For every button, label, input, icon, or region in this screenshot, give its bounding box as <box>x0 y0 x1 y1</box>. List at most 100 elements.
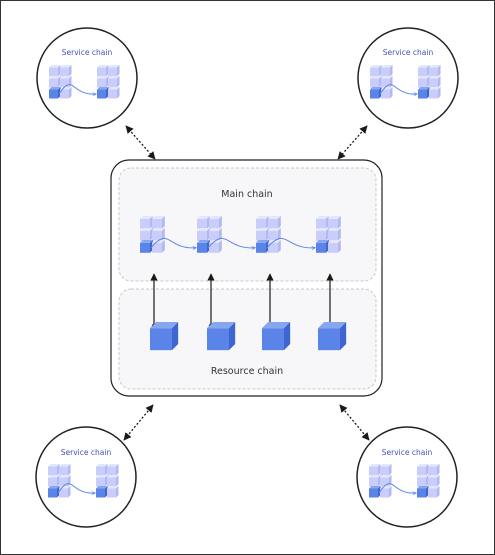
block-icon <box>96 464 108 476</box>
block-icon <box>97 76 109 88</box>
resource-chain-blocks <box>150 322 347 351</box>
dark-block-icon <box>418 87 430 99</box>
service-chain-label: Service chain <box>382 448 433 457</box>
cube-cluster-icon <box>140 216 165 253</box>
cube-cluster-icon <box>316 216 341 253</box>
service-chain-bottom-left: Service chain <box>35 426 137 528</box>
resource-cube-icon <box>150 322 179 351</box>
cube-cluster-icon <box>48 464 71 498</box>
block-icon <box>429 76 441 88</box>
service-chain-circle <box>357 27 459 129</box>
block-icon <box>268 240 281 253</box>
cube-cluster-icon <box>97 65 120 99</box>
block-icon <box>418 76 430 88</box>
block-icon <box>209 240 222 253</box>
block-icon <box>429 65 441 77</box>
dark-block-icon <box>96 486 108 498</box>
block-icon <box>152 228 165 241</box>
dark-block-icon <box>49 87 61 99</box>
block-icon <box>152 216 165 229</box>
block-icon <box>140 216 153 229</box>
block-icon <box>107 464 119 476</box>
main-chain-label: Main chain <box>221 189 272 200</box>
block-icon <box>369 475 381 487</box>
cube-cluster-icon <box>96 464 119 498</box>
block-icon <box>428 464 440 476</box>
block-icon <box>256 216 269 229</box>
dark-block-icon <box>256 240 269 253</box>
block-icon <box>370 76 382 88</box>
dark-block-icon <box>48 486 60 498</box>
main-chain-panel <box>118 167 377 282</box>
block-icon <box>256 228 269 241</box>
service-chain-circle <box>356 426 458 528</box>
dark-block-icon <box>369 486 381 498</box>
dark-block-icon <box>140 240 153 253</box>
main-chain-blocks <box>140 216 341 253</box>
block-icon <box>209 216 222 229</box>
dotted-double-arrow-icon <box>123 404 154 441</box>
block-icon <box>96 475 108 487</box>
resource-chain-label: Resource chain <box>211 366 283 377</box>
cube-cluster-icon <box>197 216 222 253</box>
block-icon <box>59 486 71 498</box>
resource-cube-icon <box>318 322 347 351</box>
block-icon <box>48 475 60 487</box>
block-icon <box>107 475 119 487</box>
block-icon <box>97 65 109 77</box>
service-chain-top-left: Service chain <box>36 27 138 129</box>
curved-arrow-icon <box>207 237 255 247</box>
block-icon <box>381 65 393 77</box>
service-chain-circle <box>35 426 137 528</box>
block-icon <box>328 240 341 253</box>
block-icon <box>152 240 165 253</box>
block-icon <box>428 486 440 498</box>
block-icon <box>316 228 329 241</box>
block-icon <box>369 464 381 476</box>
block-icon <box>417 464 429 476</box>
resource-cube-icon <box>262 322 291 351</box>
block-icon <box>268 216 281 229</box>
cube-cluster-icon <box>49 65 72 99</box>
cube-cluster-icon <box>417 464 440 498</box>
block-icon <box>428 475 440 487</box>
connectors <box>123 125 370 441</box>
dark-block-icon <box>197 240 210 253</box>
dark-block-icon <box>370 87 382 99</box>
block-icon <box>49 65 61 77</box>
central-panel: Main chain Resource chain <box>110 159 383 397</box>
block-icon <box>59 464 71 476</box>
block-icon <box>268 228 281 241</box>
service-chain-label: Service chain <box>383 48 434 57</box>
cube-cluster-icon <box>370 65 393 99</box>
block-icon <box>417 475 429 487</box>
resource-cube-icon <box>207 322 236 351</box>
dark-block-icon <box>97 87 109 99</box>
block-icon <box>60 65 72 77</box>
service-chain-label: Service chain <box>61 448 112 457</box>
dark-block-icon <box>417 486 429 498</box>
resource-chain-panel <box>118 288 377 390</box>
block-icon <box>418 65 430 77</box>
curved-arrow-icon <box>266 237 315 247</box>
block-icon <box>49 76 61 88</box>
service-chain-label: Service chain <box>62 48 113 57</box>
block-icon <box>316 216 329 229</box>
dotted-double-arrow-icon <box>337 125 368 160</box>
curved-arrow-icon <box>58 84 96 94</box>
block-icon <box>108 87 120 99</box>
dotted-double-arrow-icon <box>125 125 156 160</box>
block-icon <box>48 464 60 476</box>
curved-arrow-icon <box>150 237 196 247</box>
block-icon <box>381 87 393 99</box>
curved-arrow-icon <box>57 483 95 493</box>
block-icon <box>197 216 210 229</box>
block-icon <box>107 486 119 498</box>
block-icon <box>429 87 441 99</box>
curved-arrow-icon <box>379 84 417 94</box>
block-icon <box>380 486 392 498</box>
block-icon <box>370 65 382 77</box>
block-icon <box>60 87 72 99</box>
